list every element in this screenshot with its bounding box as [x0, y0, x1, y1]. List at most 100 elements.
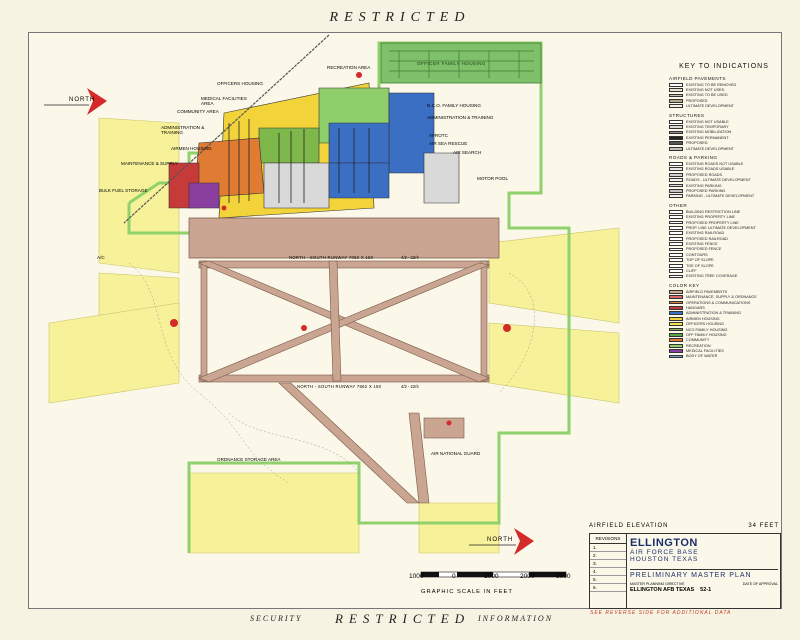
key-item-label: EXISTING NOT USABLE: [686, 119, 729, 124]
revision-row: 5.: [590, 576, 626, 584]
key-item-label: NCO FAMILY HOUSING: [686, 327, 728, 332]
key-item: PROP. LINE ULTIMATE DEVELOPMENT: [669, 225, 779, 230]
label-motor-pool: MOTOR POOL: [477, 176, 509, 181]
key-item-label: PARKING - ULTIMATE DEVELOPMENT: [686, 194, 755, 199]
key-item: COMMUNITY: [669, 338, 779, 343]
key-item-label: PROP. LINE ULTIMATE DEVELOPMENT: [686, 225, 756, 230]
label-airmen-housing: AIRMEN HOUSING: [171, 146, 212, 151]
key-item: TOE OF SLOPE: [669, 263, 779, 268]
key-item-label: EXISTING ROADS USABLE: [686, 167, 735, 172]
key-item: CLIFF: [669, 268, 779, 273]
title-main: ELLINGTON AIR FORCE BASE HOUSTON TEXAS P…: [630, 537, 778, 593]
key-item: EXISTING TREE COVERAGE: [669, 274, 779, 279]
key-item-label: EXISTING PROPERTY LINE: [686, 215, 736, 220]
key-item: EXISTING ROADS USABLE: [669, 167, 779, 172]
key-item: PROPOSED: [669, 141, 779, 146]
key-item-label: PROPOSED ROADS: [686, 172, 723, 177]
key-swatch: [669, 178, 683, 183]
key-item-label: TOP OF SLOPE: [686, 258, 714, 263]
scale-tick: 2000: [520, 573, 535, 580]
revisions-column: REVISIONS 1.2.3.4.5.6.: [590, 534, 627, 608]
key-swatch: [669, 338, 683, 343]
key-item: EXISTING TO BE REMOVED: [669, 82, 779, 87]
key-swatch: [669, 274, 683, 279]
key-item: EXISTING MOBILIZATION: [669, 130, 779, 135]
key-item: OPERATIONS & COMMUNICATIONS: [669, 300, 779, 305]
key-item: NCO FAMILY HOUSING: [669, 327, 779, 332]
airfield-elevation-row: AIRFIELD ELEVATION 34 FEET: [589, 523, 779, 529]
label-runway-2: NORTH - SOUTH RUNWAY 7862 X 150: [297, 384, 382, 389]
sheet-number: 52-1: [700, 587, 712, 593]
label-officer-family-housing: OFFICER FAMILY HOUSING: [417, 61, 486, 66]
key-item-label: EXISTING MOBILIZATION: [686, 130, 732, 135]
label-afrotc: AFROTC: [429, 133, 448, 138]
key-swatch: [669, 93, 683, 98]
footnote-left: MASTER PLANNING DIRECTIVE: [630, 582, 685, 586]
key-item: TOP OF SLOPE: [669, 258, 779, 263]
footnote-row: MASTER PLANNING DIRECTIVE DATE OF APPROV…: [630, 582, 778, 586]
key-swatch: [669, 269, 683, 273]
label-medical-facilities-area: MEDICAL FACILITIES AREA: [201, 96, 247, 106]
label-community-area: COMMUNITY AREA: [177, 109, 219, 114]
key-swatch: [669, 135, 683, 140]
key-item: EXISTING FENCE: [669, 241, 779, 246]
key-item-label: OPERATIONS & COMMUNICATIONS: [686, 300, 751, 305]
key-item: EXISTING ROADS NOT USABLE: [669, 161, 779, 166]
key-item-label: MAINTENANCE, SUPPLY & ORDNANCE: [686, 295, 757, 300]
label-administration-training: ADMINISTRATION & TRAINING: [161, 125, 205, 135]
footer-note: SEE REVERSE SIDE FOR ADDITIONAL DATA: [590, 610, 732, 616]
key-item: ULTIMATE DEVELOPMENT: [669, 146, 779, 151]
base-map: [44, 34, 620, 578]
key-item: BUILDING RESTRICTION LINE: [669, 209, 779, 214]
key-item: EXISTING NOT USED: [669, 87, 779, 92]
key-item-label: CONTOURS: [686, 252, 708, 257]
key-swatch: [669, 311, 683, 316]
revision-rows: 1.2.3.4.5.6.: [590, 544, 626, 592]
key-swatch: [669, 343, 683, 348]
base-line3: HOUSTON TEXAS: [630, 556, 699, 563]
key-swatch: [669, 209, 683, 214]
key-item: MEDICAL FACILITIES: [669, 348, 779, 353]
elevation-label: AIRFIELD ELEVATION: [589, 523, 669, 529]
key-item: PROPOSED RAILROAD: [669, 236, 779, 241]
key-item-label: HANGARS: [686, 305, 705, 310]
contour-lines: [128, 262, 535, 484]
revision-row: 1.: [590, 544, 626, 552]
key-item-label: PROPOSED FENCE: [686, 247, 722, 252]
key-swatch: [669, 289, 683, 294]
key-swatch: [669, 189, 683, 193]
key-swatch: [669, 215, 683, 220]
label-nco-family-housing: N.C.O. FAMILY HOUSING: [427, 103, 481, 108]
navigation-markers: [170, 72, 511, 426]
label-air-search: AIR SEARCH: [453, 150, 482, 155]
key-swatch: [669, 82, 683, 87]
key-swatch: [669, 119, 683, 124]
key-swatch: [669, 295, 683, 300]
key-item-label: OFFICERS HOUSING: [686, 322, 724, 327]
key-swatch: [669, 242, 683, 246]
property-boundary: [127, 41, 571, 553]
sheet-name: ELLINGTON AFB TEXAS: [630, 587, 695, 593]
graphic-scale-bar: [420, 571, 567, 578]
key-item: PROPOSED PROPERTY LINE: [669, 220, 779, 225]
key-item: ULTIMATE DEVELOPMENT: [669, 104, 779, 109]
scale-tick: 1000: [409, 573, 424, 580]
map-sheet: OFFICER FAMILY HOUSING RECREATION AREA O…: [28, 32, 782, 609]
key-item-label: PROPOSED RAILROAD: [686, 236, 728, 241]
key-item: HANGARS: [669, 305, 779, 310]
label-north-bottom: NORTH: [487, 537, 514, 543]
key-item-label: PROPOSED: [686, 141, 708, 146]
key-item: EXISTING TO BE USED: [669, 93, 779, 98]
sheet-row: ELLINGTON AFB TEXAS 52-1: [630, 587, 778, 593]
key-item-label: EXISTING TO BE USED: [686, 93, 728, 98]
clear-zones: [48, 117, 620, 554]
revision-row: 4.: [590, 568, 626, 576]
label-runway-1-dir: 4/2 - 22/4: [401, 255, 419, 260]
key-item-label: EXISTING TEMPORARY: [686, 125, 729, 130]
key-item-label: EXISTING TO BE REMOVED: [686, 82, 737, 87]
scale-tick: 0: [452, 573, 456, 580]
key-swatch: [669, 226, 683, 230]
key-swatch: [669, 231, 683, 236]
key-item: MAINTENANCE, SUPPLY & ORDNANCE: [669, 295, 779, 300]
